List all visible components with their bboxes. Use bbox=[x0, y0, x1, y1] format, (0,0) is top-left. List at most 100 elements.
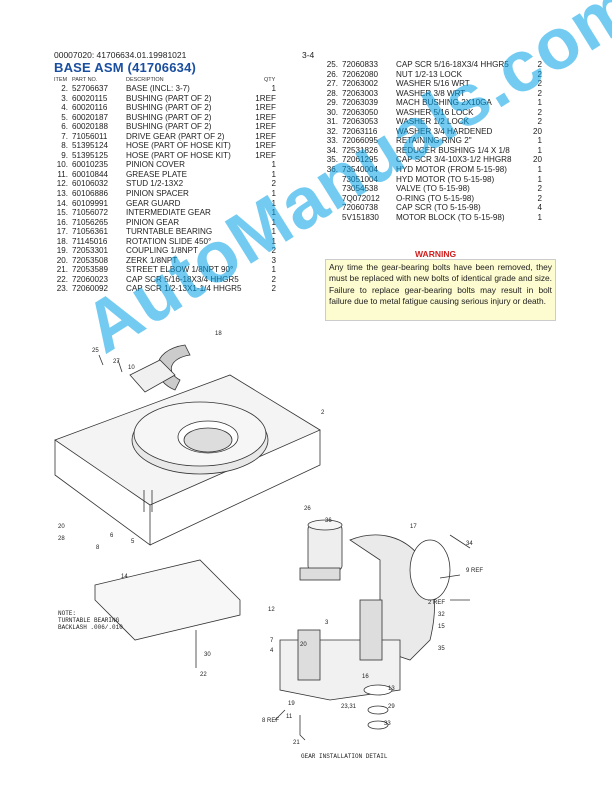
warning-box: Any time the gear-bearing bolts have bee… bbox=[325, 259, 556, 321]
item-number: 22. bbox=[56, 274, 68, 284]
part-quantity: 1 bbox=[271, 160, 276, 170]
callout-23-31: 23,31 bbox=[341, 704, 357, 710]
part-number: 72060023 bbox=[72, 274, 109, 284]
part-description: HOSE (PART OF HOSE KIT) bbox=[126, 141, 231, 151]
item-number: 11. bbox=[57, 169, 68, 179]
part-number: 71056265 bbox=[72, 217, 109, 227]
part-description: WASHER 1/2 LOCK bbox=[396, 117, 470, 127]
part-quantity: 2 bbox=[537, 88, 542, 98]
part-number: 51395124 bbox=[72, 141, 109, 151]
callout-11: 11 bbox=[286, 714, 293, 720]
part-description: WASHER 5/16 LOCK bbox=[396, 107, 474, 117]
callout-32: 32 bbox=[438, 612, 445, 618]
part-description: PINION COVER bbox=[126, 160, 185, 170]
part-number: 72053589 bbox=[72, 265, 109, 275]
part-description: ZERK 1/8NPT bbox=[126, 255, 178, 265]
part-description: WASHER 3/4 HARDENED bbox=[396, 126, 493, 136]
callout-16: 16 bbox=[362, 674, 369, 680]
callout-25: 25 bbox=[92, 348, 99, 354]
part-number: 52706637 bbox=[72, 84, 109, 93]
part-description: RETAINING RING 2" bbox=[396, 136, 472, 146]
part-number: 60020188 bbox=[72, 122, 109, 132]
callout-26: 26 bbox=[304, 506, 311, 512]
part-quantity: 2 bbox=[271, 274, 276, 284]
part-description: BUSHING (PART OF 2) bbox=[126, 112, 212, 122]
part-number: 72063003 bbox=[342, 88, 379, 98]
part-number: 72053508 bbox=[72, 255, 109, 265]
gear-guard bbox=[94, 559, 241, 641]
item-number: 19. bbox=[56, 246, 68, 256]
part-quantity: 1 bbox=[271, 208, 276, 218]
callout-13: 13 bbox=[388, 686, 395, 692]
column-header-item: ITEM bbox=[54, 77, 68, 83]
part-quantity: 2 bbox=[537, 79, 542, 89]
part-quantity: 1REF bbox=[255, 93, 276, 103]
part-description: DRIVE GEAR (PART OF 2) bbox=[126, 131, 225, 141]
backlash-note: NOTE: TURNTABLE BEARING BACKLASH .006/.0… bbox=[58, 610, 123, 631]
part-quantity: 1 bbox=[271, 198, 276, 208]
callout-33: 33 bbox=[384, 721, 391, 727]
part-description: CAP SCR 3/4-10X3-1/2 HHGR8 bbox=[396, 155, 512, 165]
gear-installation-detail-caption: GEAR INSTALLATION DETAIL bbox=[301, 753, 388, 760]
part-description: PINION SPACER bbox=[126, 189, 189, 199]
callout-30: 30 bbox=[204, 652, 211, 658]
callout-27: 27 bbox=[113, 359, 120, 365]
part-number: 60020115 bbox=[72, 93, 108, 103]
part-description: BASE (INCL: 3-7) bbox=[126, 84, 190, 93]
callout-8: 8 bbox=[96, 545, 100, 551]
part-quantity: 1REF bbox=[255, 150, 276, 160]
callout-9-ref: 9 REF bbox=[466, 568, 483, 574]
drive-gear bbox=[297, 629, 321, 681]
part-description: REDUCER BUSHING 1/4 X 1/8 bbox=[396, 145, 510, 155]
part-number: 73054538 bbox=[342, 184, 379, 194]
part-quantity: 3 bbox=[271, 255, 276, 265]
part-quantity: 1 bbox=[271, 227, 276, 237]
item-number: 2. bbox=[61, 84, 68, 93]
item-number: 14. bbox=[56, 198, 68, 208]
callout-20: 20 bbox=[58, 524, 65, 530]
callout-19: 19 bbox=[288, 701, 295, 707]
part-description: COUPLING 1/8NPT bbox=[126, 246, 198, 256]
part-number: 71056011 bbox=[72, 131, 108, 141]
callout-6: 6 bbox=[110, 533, 114, 539]
item-number: 15. bbox=[56, 208, 68, 218]
part-description: CAP SCR 5/16-18X3/4 HHGR5 bbox=[396, 60, 509, 69]
item-number: 33. bbox=[326, 136, 338, 146]
part-description: ROTATION SLIDE 450° bbox=[126, 236, 212, 246]
part-description: TURNTABLE BEARING bbox=[126, 227, 213, 237]
callout-29: 29 bbox=[388, 704, 395, 710]
part-number: 51395125 bbox=[72, 150, 109, 160]
item-number: 18. bbox=[56, 236, 68, 246]
part-quantity: 1 bbox=[271, 189, 276, 199]
part-number: 72060738 bbox=[342, 203, 379, 213]
item-number: 28. bbox=[326, 88, 338, 98]
item-number: 3. bbox=[61, 93, 68, 103]
part-number: 60020187 bbox=[72, 112, 109, 122]
part-quantity: 1 bbox=[537, 165, 542, 175]
callout-5: 5 bbox=[131, 539, 135, 545]
callout-21: 21 bbox=[293, 740, 300, 746]
item-number: 10. bbox=[56, 160, 68, 170]
item-number: 27. bbox=[326, 79, 338, 89]
callout-10: 10 bbox=[128, 365, 135, 371]
part-number: 60106886 bbox=[72, 189, 109, 199]
part-number: 73540004 bbox=[342, 165, 379, 175]
callout-14: 14 bbox=[121, 574, 128, 580]
part-number: 60010844 bbox=[72, 169, 109, 179]
